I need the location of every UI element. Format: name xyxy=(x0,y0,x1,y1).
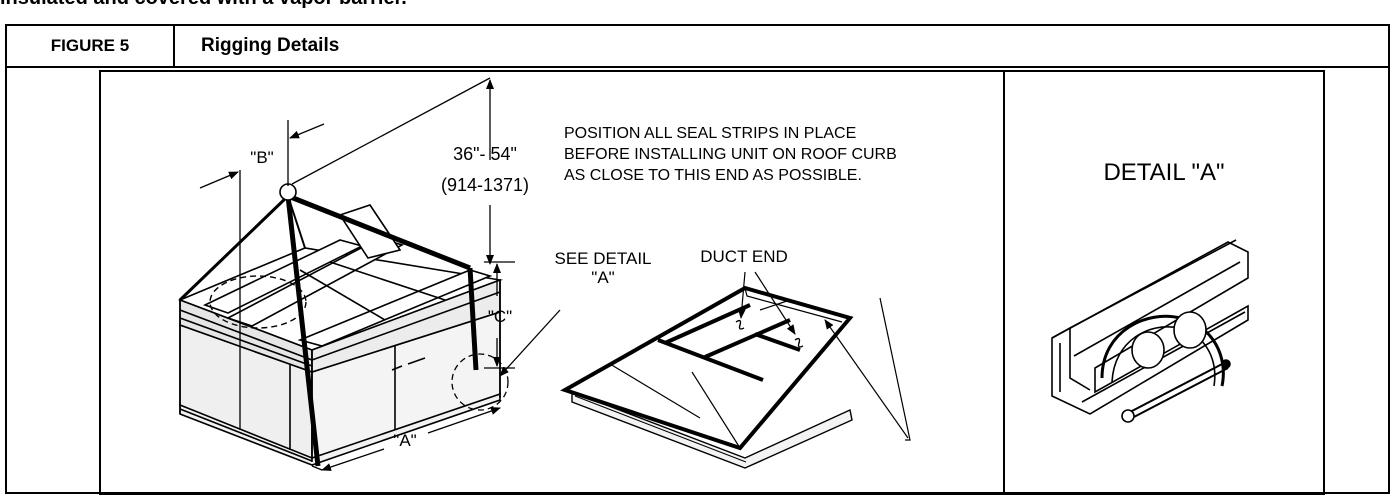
detail-a-title: DETAIL "A" xyxy=(1103,159,1224,186)
diagram-labels: "B" 36"- 54" (914-1371) "C" "A" SEE DETA… xyxy=(250,125,1224,450)
roof-curb-drawing xyxy=(560,271,911,469)
see-detail-label: SEE DETAIL xyxy=(555,249,652,268)
lifting-hook xyxy=(279,183,297,201)
figure-header: FIGURE 5 Rigging Details xyxy=(7,26,1388,68)
height-dimension-mm-label: (914-1371) xyxy=(441,175,529,195)
height-dimension-label: 36"- 54" xyxy=(453,144,517,164)
figure-title: Rigging Details xyxy=(201,35,340,56)
seal-note-line-2: BEFORE INSTALLING UNIT ON ROOF CURB xyxy=(564,146,897,163)
dimension-lines xyxy=(199,77,561,471)
duct-end-label: DUCT END xyxy=(700,247,788,266)
figure-number: FIGURE 5 xyxy=(7,26,175,66)
dim-a-label: "A" xyxy=(393,431,416,450)
seal-strip-detail-drawing xyxy=(1051,239,1249,423)
cut-off-text-fragment: insulated and covered with a vapor barri… xyxy=(0,0,407,10)
dim-b-label: "B" xyxy=(250,148,273,167)
rigging-straps xyxy=(178,193,479,467)
drawing-panel xyxy=(99,70,1325,495)
seal-note-line-1: POSITION ALL SEAL STRIPS IN PLACE xyxy=(564,125,856,142)
see-detail-ref-label: "A" xyxy=(591,268,614,287)
dim-c-label: "C" xyxy=(488,307,512,326)
seal-note-line-3: AS CLOSE TO THIS END AS POSSIBLE. xyxy=(564,167,862,184)
rooftop-unit-drawing xyxy=(177,204,504,466)
